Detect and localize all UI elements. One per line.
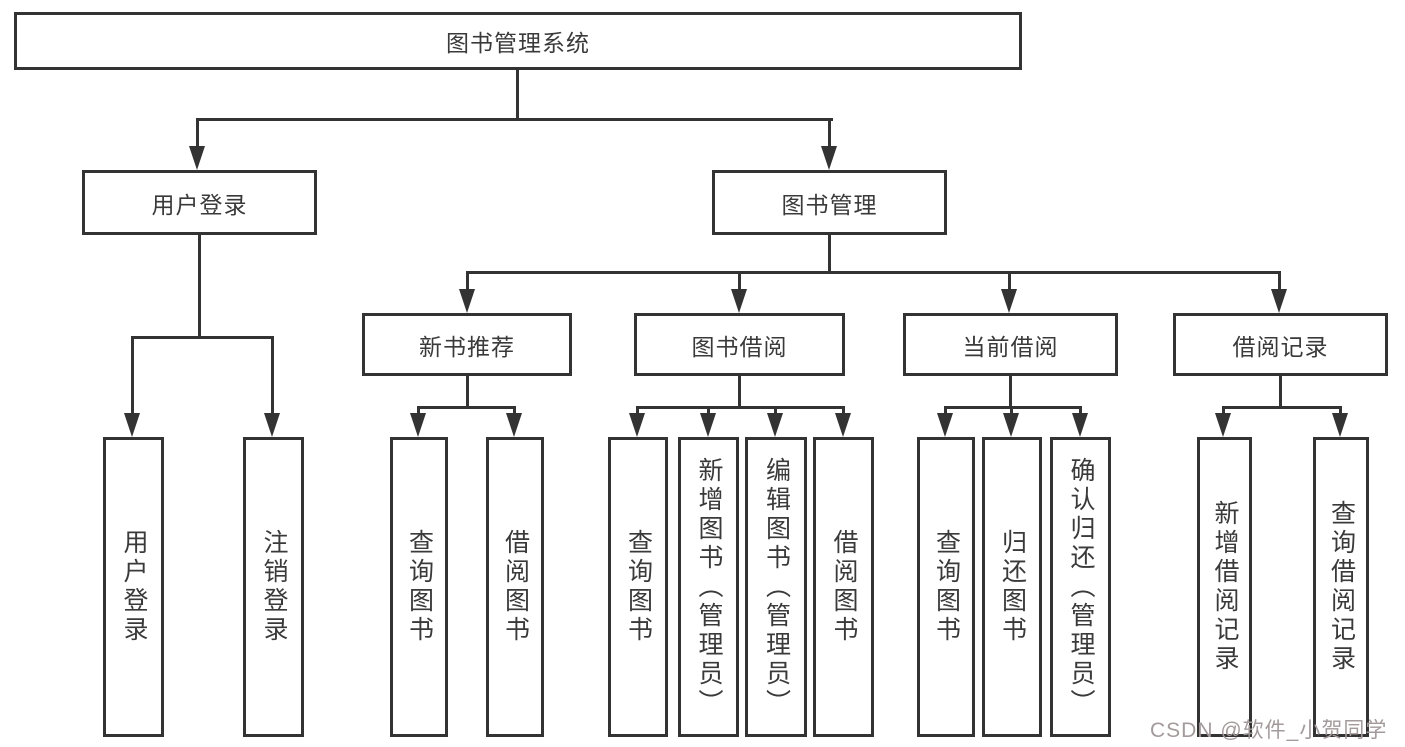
leaf-borrow-add-books-admin: 新增图书（管理员）: [678, 437, 739, 737]
arrow-down-icon: [700, 413, 716, 437]
arrow-down-icon: [1271, 289, 1287, 313]
connector-drop-leaf: [1079, 406, 1082, 416]
arrow-down-icon: [821, 146, 837, 170]
connector-book-borrow-rail: [636, 406, 845, 409]
leaf-current-confirm-return-admin-label: 确认归还（管理员）: [1067, 456, 1095, 718]
arrow-down-icon: [835, 413, 851, 437]
connector-current-borrow-rail: [944, 406, 1082, 409]
node-new-book-recommend: 新书推荐: [362, 313, 572, 376]
connector-book-borrow-stem: [738, 376, 741, 409]
leaf-user-login-label: 用户登录: [120, 529, 148, 645]
leaf-current-return-books: 归还图书: [982, 437, 1042, 737]
leaf-borrow-borrow-books: 借阅图书: [813, 437, 874, 737]
connector-new-books-stem: [466, 376, 469, 409]
connector-drop-leaf: [944, 406, 947, 416]
node-book-borrow: 图书借阅: [634, 313, 845, 376]
leaf-logout-label: 注销登录: [260, 529, 288, 645]
csdn-watermark: CSDN @软件_小贺同学: [1150, 719, 1388, 742]
connector-drop-leaf: [774, 406, 777, 416]
leaf-newbooks-borrow-books: 借阅图书: [486, 437, 544, 737]
connector-drop-leaf: [707, 406, 710, 416]
leaf-records-query-record: 查询借阅记录: [1313, 437, 1369, 737]
leaf-borrow-query-books: 查询图书: [608, 437, 668, 737]
node-user-login: 用户登录: [82, 170, 317, 235]
arrow-down-icon: [1003, 413, 1019, 437]
node-book-management-label: 图书管理: [781, 191, 878, 218]
leaf-records-query-record-label: 查询借阅记录: [1327, 500, 1356, 674]
arrow-down-icon: [124, 413, 140, 437]
connector-drop-user-login: [196, 118, 199, 150]
connector-drop-leaf: [271, 336, 274, 416]
arrow-down-icon: [264, 413, 280, 437]
node-user-login-label: 用户登录: [151, 191, 248, 218]
connector-user-login-stem: [198, 235, 201, 338]
node-book-management: 图书管理: [712, 170, 947, 235]
connector-drop-leaf: [842, 406, 845, 416]
node-root-label: 图书管理系统: [446, 30, 590, 56]
leaf-newbooks-borrow-books-label: 借阅图书: [501, 529, 530, 645]
arrow-down-icon: [506, 413, 522, 437]
leaf-current-query-books-label: 查询图书: [932, 529, 961, 645]
node-current-borrow: 当前借阅: [903, 313, 1118, 376]
connector-root-stem: [516, 69, 519, 120]
leaf-borrow-add-books-admin-label: 新增图书（管理员）: [695, 456, 723, 718]
leaf-records-add-record-label: 新增借阅记录: [1211, 500, 1239, 674]
arrow-down-icon: [189, 146, 205, 170]
connector-drop-book-borrow: [738, 271, 741, 293]
arrow-down-icon: [1072, 413, 1088, 437]
arrow-down-icon: [459, 289, 475, 313]
arrow-down-icon: [937, 413, 953, 437]
connector-drop-leaf: [1010, 406, 1013, 416]
arrow-down-icon: [767, 413, 783, 437]
leaf-borrow-borrow-books-label: 借阅图书: [830, 529, 858, 645]
connector-current-borrow-stem: [1009, 376, 1012, 409]
connector-book-management-stem: [828, 235, 831, 274]
connector-drop-leaf: [1339, 406, 1342, 416]
arrow-down-icon: [731, 289, 747, 313]
leaf-current-query-books: 查询图书: [917, 437, 975, 737]
leaf-borrow-query-books-label: 查询图书: [624, 529, 653, 645]
arrow-down-icon: [1001, 289, 1017, 313]
node-borrow-records: 借阅记录: [1173, 313, 1388, 376]
connector-drop-leaf: [131, 336, 134, 416]
leaf-user-login: 用户登录: [103, 437, 164, 737]
leaf-newbooks-query-books-label: 查询图书: [405, 529, 434, 645]
arrow-down-icon: [1332, 413, 1348, 437]
connector-borrow-records-rail: [1222, 406, 1342, 409]
leaf-current-confirm-return-admin: 确认归还（管理员）: [1050, 437, 1111, 737]
leaf-logout: 注销登录: [243, 437, 304, 737]
arrow-down-icon: [1215, 413, 1231, 437]
leaf-borrow-edit-books-admin: 编辑图书（管理员）: [745, 437, 807, 737]
connector-drop-new-books: [466, 271, 469, 293]
connector-root-rail: [196, 118, 833, 121]
connector-drop-book-management: [828, 118, 831, 150]
arrow-down-icon: [410, 413, 426, 437]
node-borrow-records-label: 借阅记录: [1232, 333, 1329, 360]
connector-book-management-rail: [466, 271, 1281, 274]
connector-borrow-records-stem: [1279, 376, 1282, 409]
connector-user-login-rail: [131, 336, 274, 339]
connector-drop-current-borrow: [1008, 271, 1011, 293]
connector-drop-borrow-records: [1278, 271, 1281, 293]
connector-drop-leaf: [417, 406, 420, 416]
node-root: 图书管理系统: [14, 12, 1022, 70]
connector-new-books-rail: [417, 406, 516, 409]
node-current-borrow-label: 当前借阅: [962, 333, 1059, 360]
leaf-newbooks-query-books: 查询图书: [390, 437, 448, 737]
connector-drop-leaf: [636, 406, 639, 416]
connector-drop-leaf: [1222, 406, 1225, 416]
node-book-borrow-label: 图书借阅: [691, 333, 788, 360]
leaf-borrow-edit-books-admin-label: 编辑图书（管理员）: [762, 456, 791, 718]
leaf-current-return-books-label: 归还图书: [998, 529, 1027, 645]
leaf-records-add-record: 新增借阅记录: [1197, 437, 1252, 737]
node-new-book-recommend-label: 新书推荐: [419, 333, 515, 360]
arrow-down-icon: [629, 413, 645, 437]
connector-drop-leaf: [513, 406, 516, 416]
